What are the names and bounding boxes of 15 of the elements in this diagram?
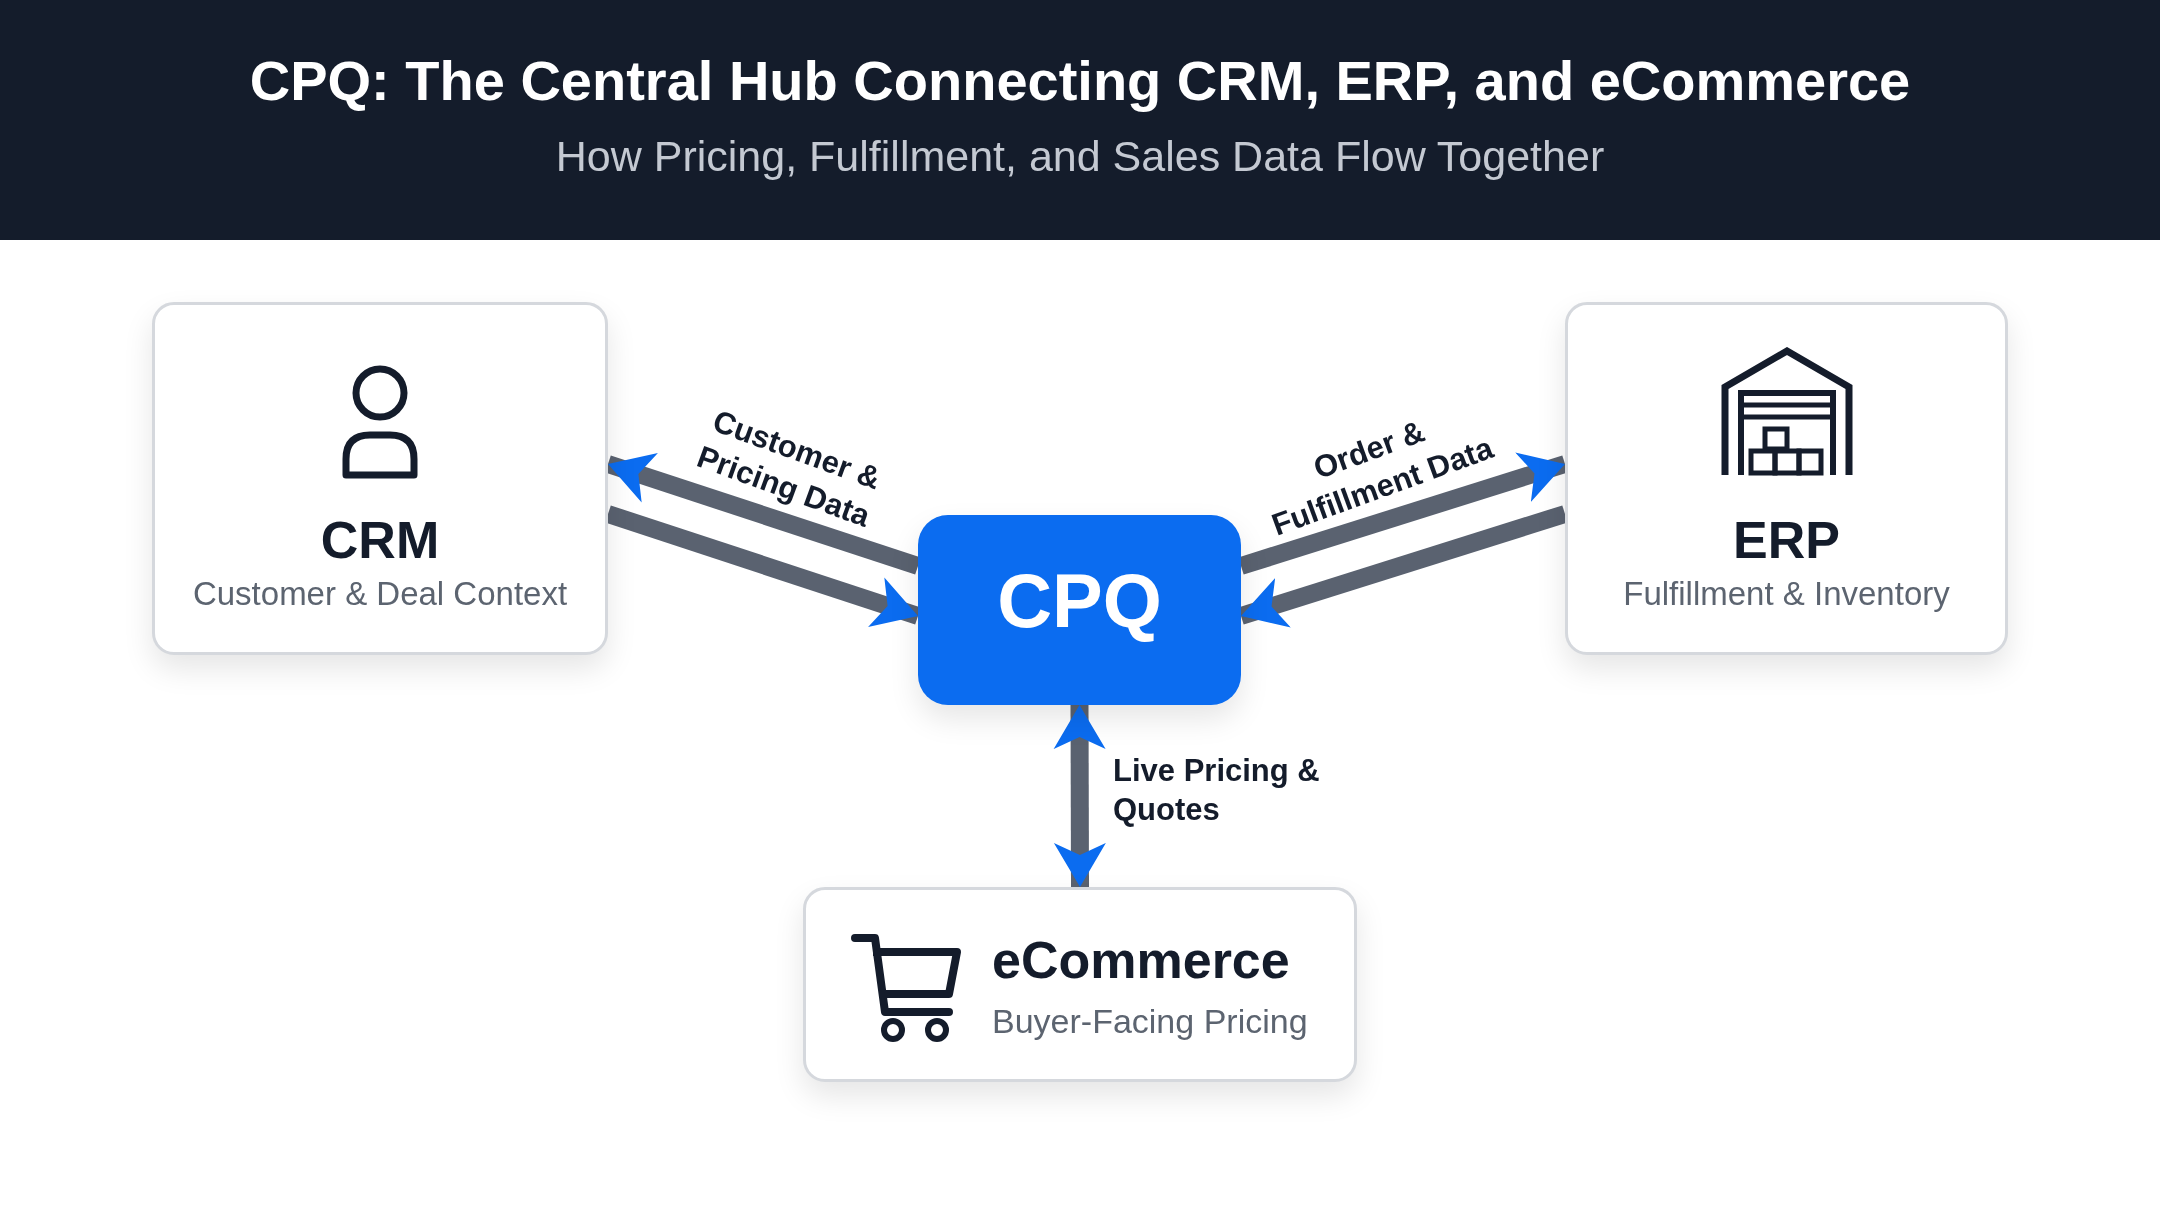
- system-description: Customer & Deal Context: [191, 575, 569, 613]
- system-description: Fulfillment & Inventory: [1622, 575, 1951, 613]
- hub-title: CPQ: [996, 557, 1163, 644]
- system-card: [803, 887, 1357, 1082]
- edge-label: Live Pricing & Quotes: [1113, 752, 1321, 829]
- system-name: ERP: [1732, 510, 1841, 570]
- system-name: eCommerce: [992, 930, 1290, 990]
- title: CPQ: The Central Hub Connecting CRM, ERP, and eCommerce: [248, 48, 1912, 113]
- hub-box: [918, 515, 1241, 705]
- subtitle: How Pricing, Fulfillment, and Sales Data Flow Together: [554, 132, 1606, 181]
- system-card: [1565, 302, 2008, 655]
- system-card: [152, 302, 608, 655]
- double-arrow: [1053, 704, 1106, 888]
- system-description: Buyer-Facing Pricing: [992, 1002, 1308, 1041]
- system-name: CRM: [319, 510, 441, 570]
